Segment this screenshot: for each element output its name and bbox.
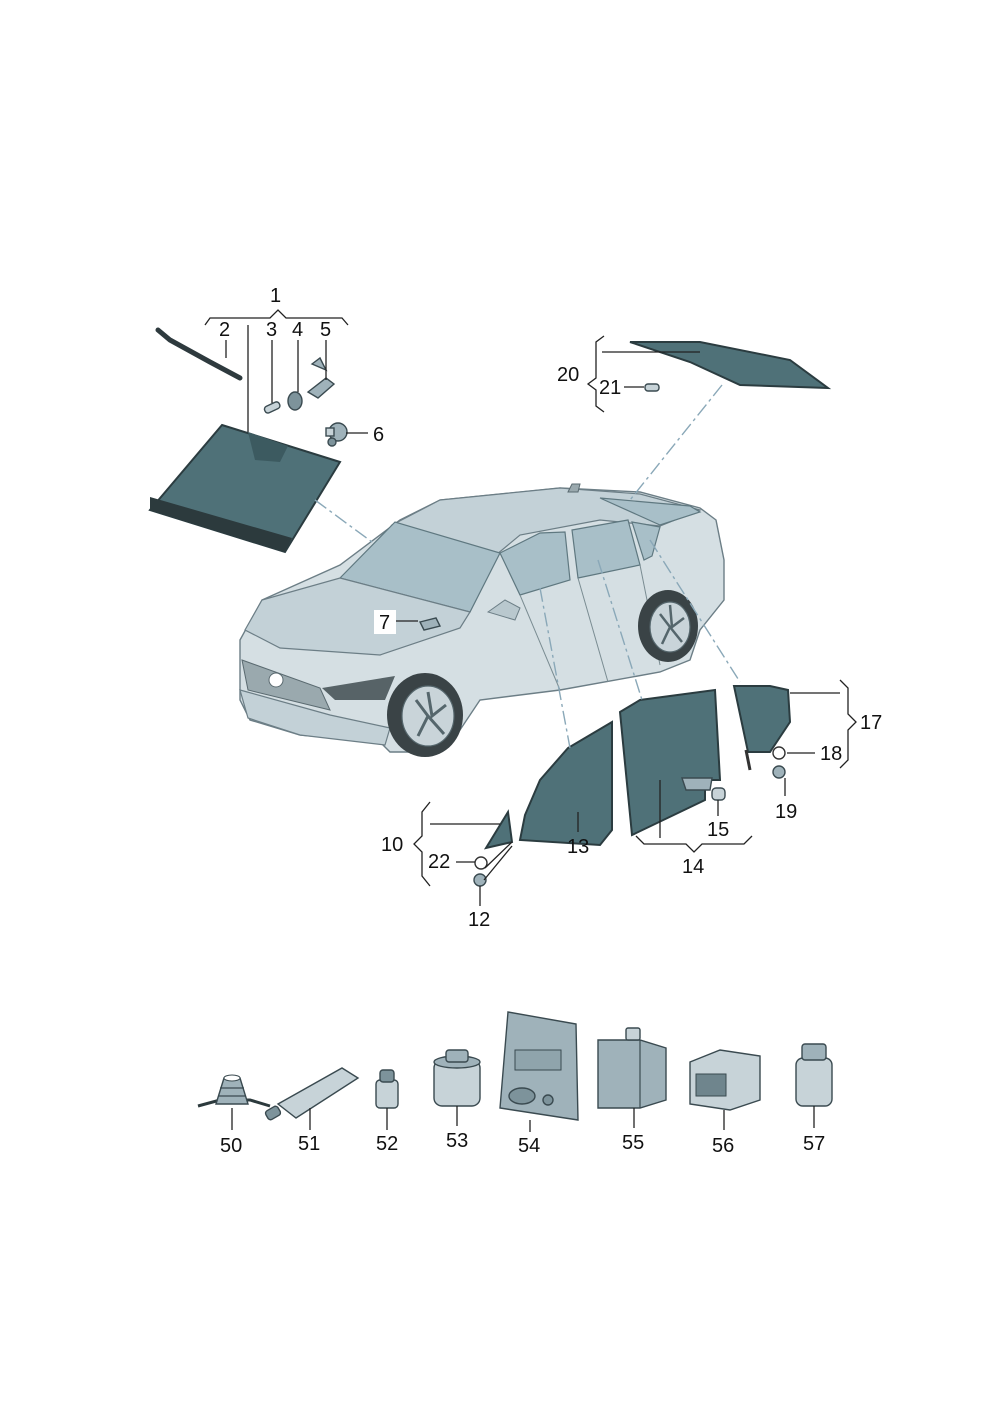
callout-52: 52 — [376, 1133, 398, 1155]
accessory-labels: 50 51 52 53 54 55 56 57 — [220, 1130, 825, 1157]
accessory-parts — [197, 1011, 833, 1132]
assembly-lines — [314, 384, 741, 749]
callout-57: 57 — [803, 1133, 825, 1155]
callout-6: 6 — [373, 424, 384, 446]
trim-strip-part — [155, 327, 243, 381]
callout-14: 14 — [682, 856, 704, 878]
front-vent-glass — [473, 809, 514, 887]
callout-15: 15 — [707, 819, 729, 841]
front-door-glass — [518, 720, 613, 847]
callout-labels: 1 2 3 4 5 6 7 10 12 13 14 15 17 18 19 20… — [219, 285, 882, 931]
callout-17: 17 — [860, 712, 882, 734]
bottle-part — [795, 1043, 833, 1107]
rear-quarter-glass — [732, 685, 792, 779]
callout-53: 53 — [446, 1130, 468, 1152]
windshield-glass — [148, 423, 342, 554]
callout-22: 22 — [428, 851, 450, 873]
sensor-part — [325, 422, 348, 447]
callout-51: 51 — [298, 1133, 320, 1155]
callout-10: 10 — [381, 834, 403, 856]
callout-54: 54 — [518, 1135, 540, 1157]
callout-56: 56 — [712, 1135, 734, 1157]
disc-part — [287, 391, 303, 411]
box-part — [597, 1027, 667, 1109]
canister-part — [433, 1049, 481, 1107]
callout-50: 50 — [220, 1135, 242, 1157]
callout-18: 18 — [820, 743, 842, 765]
tube-part — [264, 1067, 360, 1121]
callout-1: 1 — [270, 285, 281, 307]
rear-window-glass — [629, 341, 832, 390]
leader-lines — [204, 309, 857, 906]
callout-55: 55 — [622, 1132, 644, 1154]
callout-21: 21 — [599, 377, 621, 399]
small-bottle-part — [375, 1069, 399, 1109]
pin-part — [263, 401, 281, 414]
nozzle-part — [197, 1074, 271, 1108]
bracket-part — [306, 356, 336, 399]
rear-door-glass — [618, 688, 726, 837]
callout-12: 12 — [468, 909, 490, 931]
callout-7: 7 — [379, 612, 390, 634]
callout-20: 20 — [557, 364, 579, 386]
kit-bag-part — [499, 1011, 579, 1121]
package-part — [689, 1049, 761, 1111]
callout-2: 2 — [219, 319, 230, 341]
callout-4: 4 — [292, 319, 303, 341]
callout-7-background — [374, 610, 396, 634]
callout-5: 5 — [320, 319, 331, 341]
car-illustration — [239, 483, 725, 757]
callout-19: 19 — [775, 801, 797, 823]
callout-3: 3 — [266, 319, 277, 341]
callout-13: 13 — [567, 836, 589, 858]
rear-pin-part — [644, 383, 660, 392]
